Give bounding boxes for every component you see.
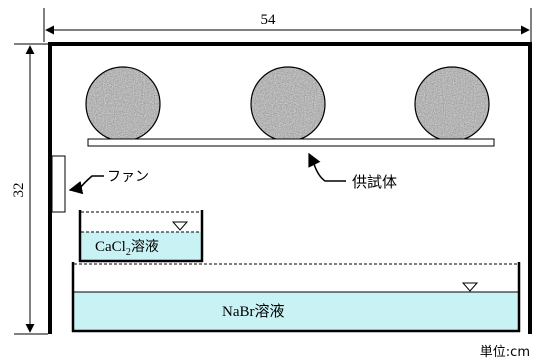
specimen-leader-arrow: [308, 152, 346, 182]
fan-label: ファン: [107, 169, 149, 185]
cacl2-container: [78, 210, 204, 263]
specimen-left: [85, 66, 161, 142]
unit-label: 単位:cm: [480, 344, 530, 360]
width-dimension: 54: [43, 8, 532, 42]
specimen-shelf: [87, 138, 495, 147]
specimen-right: [414, 66, 490, 142]
fan-unit: [51, 155, 66, 213]
cacl2-water-level-icon: [171, 221, 189, 231]
nabr-container: [71, 262, 521, 333]
nabr-water-level-icon: [461, 282, 479, 292]
chamber-frame: [48, 42, 532, 334]
width-label: 54: [261, 12, 277, 28]
specimen-label: 供試体: [352, 173, 397, 191]
cacl2-label: CaCl2溶液: [95, 239, 159, 258]
specimen-middle: [250, 66, 326, 142]
height-dimension: 32: [11, 43, 48, 335]
height-label: 32: [11, 183, 27, 198]
nabr-label: NaBr溶液: [222, 303, 285, 320]
fan-leader-arrow: [68, 175, 104, 195]
